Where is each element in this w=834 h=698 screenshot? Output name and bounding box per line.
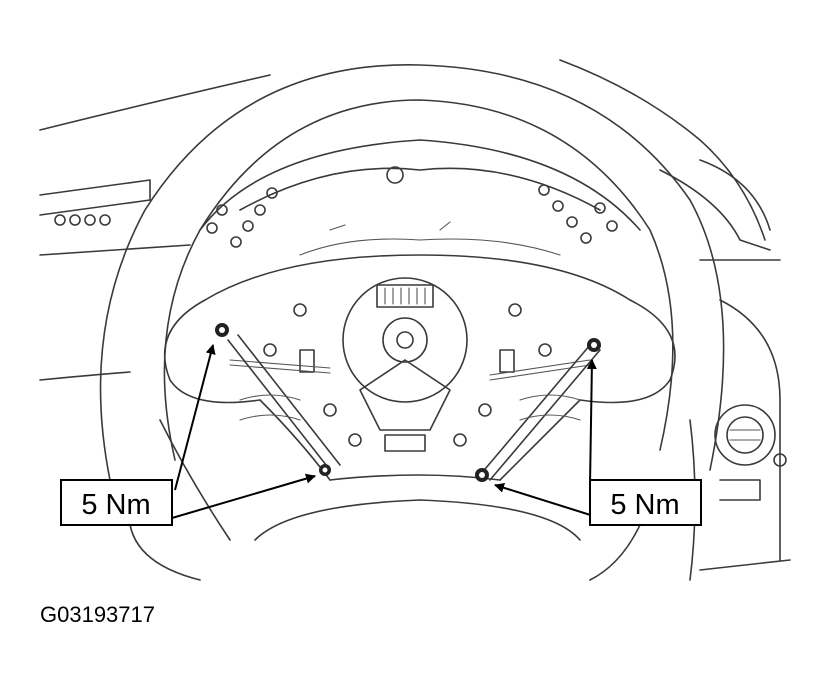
dashboard-outline bbox=[39, 59, 791, 581]
instrument-cluster bbox=[199, 139, 641, 256]
torque-callout-right: 5 Nm bbox=[589, 479, 702, 526]
switch-packs bbox=[227, 334, 601, 481]
figure-id: G03193717 bbox=[40, 602, 155, 627]
bolt-upper-left-icon bbox=[215, 323, 229, 337]
torque-callout-left: 5 Nm bbox=[60, 479, 173, 526]
headlamp-switch-icon bbox=[714, 404, 787, 467]
torque-label-left: 5 Nm bbox=[81, 489, 150, 521]
steering-wheel-hub bbox=[163, 254, 676, 481]
horn-pad-lower bbox=[254, 499, 581, 541]
arrow-icon bbox=[174, 344, 216, 491]
leader-arrows bbox=[171, 344, 601, 519]
bolt-lower-right-icon bbox=[475, 468, 489, 482]
torque-label-right: 5 Nm bbox=[610, 489, 679, 521]
arrow-icon bbox=[171, 473, 316, 519]
arrow-icon bbox=[494, 482, 601, 519]
bolt-upper-right-icon bbox=[587, 338, 601, 352]
arrow-icon bbox=[586, 359, 597, 486]
bolt-lower-left-icon bbox=[319, 464, 331, 476]
